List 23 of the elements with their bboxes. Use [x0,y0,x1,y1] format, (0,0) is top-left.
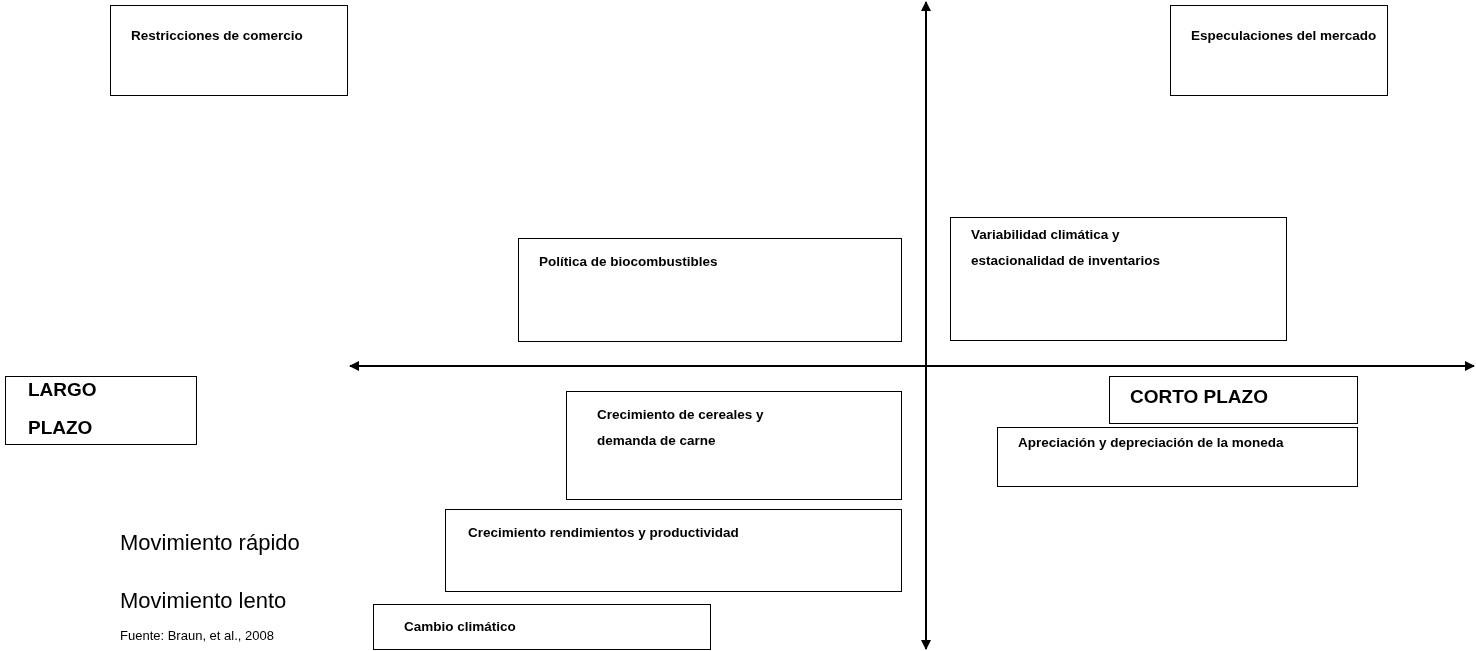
box-label: Especulaciones del mercado [1191,27,1378,45]
source-note: Fuente: Braun, et al., 2008 [120,628,274,643]
text-box [110,5,348,96]
legend-text: Movimiento rápido [120,530,300,556]
text-box [373,604,711,650]
box-label: LARGO PLAZO [28,378,98,440]
text-box [518,238,902,342]
box-label: Cambio climático [404,618,517,636]
legend-text: Movimiento lento [120,588,287,614]
text-box [1109,376,1358,424]
box-label: CORTO PLAZO [1130,385,1269,409]
text-box [1170,5,1388,96]
text-box [5,376,197,445]
box-label: Restricciones de comercio [131,27,304,45]
text-box [997,427,1358,487]
text-box [445,509,902,592]
box-label: Política de biocombustibles [539,253,719,271]
box-label: Apreciación y depreciación de la moneda [1018,434,1285,452]
text-box [950,217,1287,341]
text-box [566,391,902,500]
box-label: Crecimiento de cereales y demanda de carne [597,406,765,450]
box-label: Crecimiento rendimientos y productividad [468,524,740,542]
box-label: Variabilidad climática y estacionalidad de inventarios [971,226,1162,270]
